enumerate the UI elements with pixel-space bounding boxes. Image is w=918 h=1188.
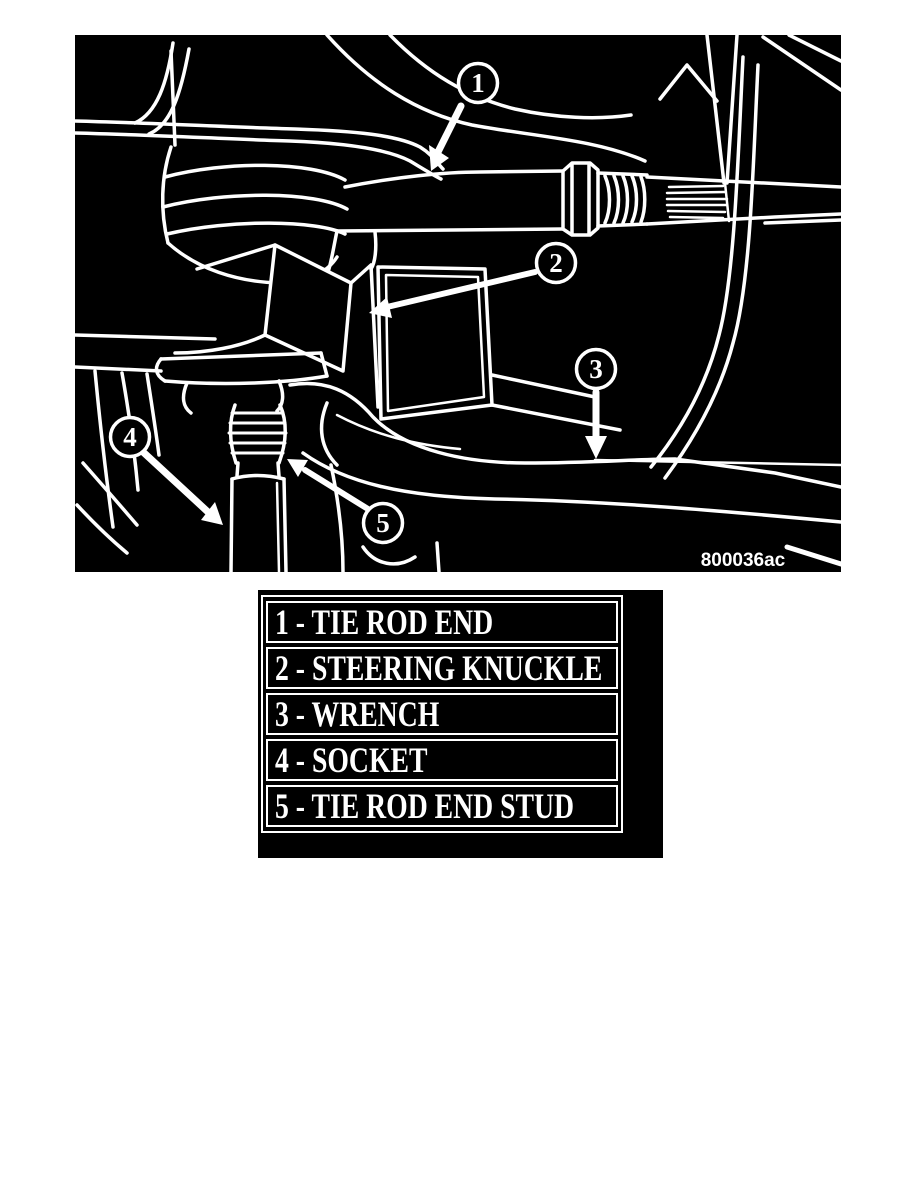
- callout-5: 5: [287, 459, 405, 545]
- callout-4-arrow: [138, 447, 212, 516]
- legend-box: 1 - TIE ROD END 2 - STEERING KNUCKLE 3 -…: [258, 590, 663, 858]
- legend-row-5-text: 5 - TIE ROD END STUD: [275, 786, 575, 826]
- legend-row-2-text: 2 - STEERING KNUCKLE: [275, 648, 603, 688]
- callout-4: 4: [108, 415, 223, 525]
- legend-row-4: 4 - SOCKET: [266, 739, 618, 781]
- legend-row-3: 3 - WRENCH: [266, 693, 618, 735]
- callout-2-arrow: [384, 269, 538, 310]
- callout-1-arrow: [433, 102, 465, 158]
- legend-row-5: 5 - TIE ROD END STUD: [266, 785, 618, 827]
- callout-4-number: 4: [123, 422, 137, 452]
- legend-row-3-text: 3 - WRENCH: [275, 694, 440, 734]
- callout-5-number: 5: [376, 508, 390, 538]
- callout-5-arrow: [302, 467, 371, 512]
- tie-rod-end-removal-illustration: 1 2 3 4 5 800036ac: [75, 35, 841, 572]
- legend-row-1-text: 1 - TIE ROD END: [275, 602, 494, 642]
- background-lines: [75, 35, 841, 567]
- legend-row-1: 1 - TIE ROD END: [266, 601, 618, 643]
- steering-knuckle-drawing: [173, 243, 622, 432]
- legend-frame: 1 - TIE ROD END 2 - STEERING KNUCKLE 3 -…: [261, 595, 623, 833]
- wrench-drawing: [288, 381, 841, 572]
- callout-1: 1: [429, 61, 500, 171]
- figure-drawing: 1 2 3 4 5 800036ac: [75, 35, 841, 572]
- callout-1-number: 1: [471, 68, 485, 98]
- legend-row-2: 2 - STEERING KNUCKLE: [266, 647, 618, 689]
- callout-3: 3: [574, 347, 618, 459]
- callout-3-number: 3: [589, 354, 603, 384]
- tie-rod-end-stud-and-socket-drawing: [154, 351, 329, 572]
- legend-row-4-text: 4 - SOCKET: [275, 740, 428, 780]
- callout-2: 2: [369, 241, 578, 318]
- callout-2-number: 2: [549, 248, 563, 278]
- figure-code: 800036ac: [701, 550, 786, 571]
